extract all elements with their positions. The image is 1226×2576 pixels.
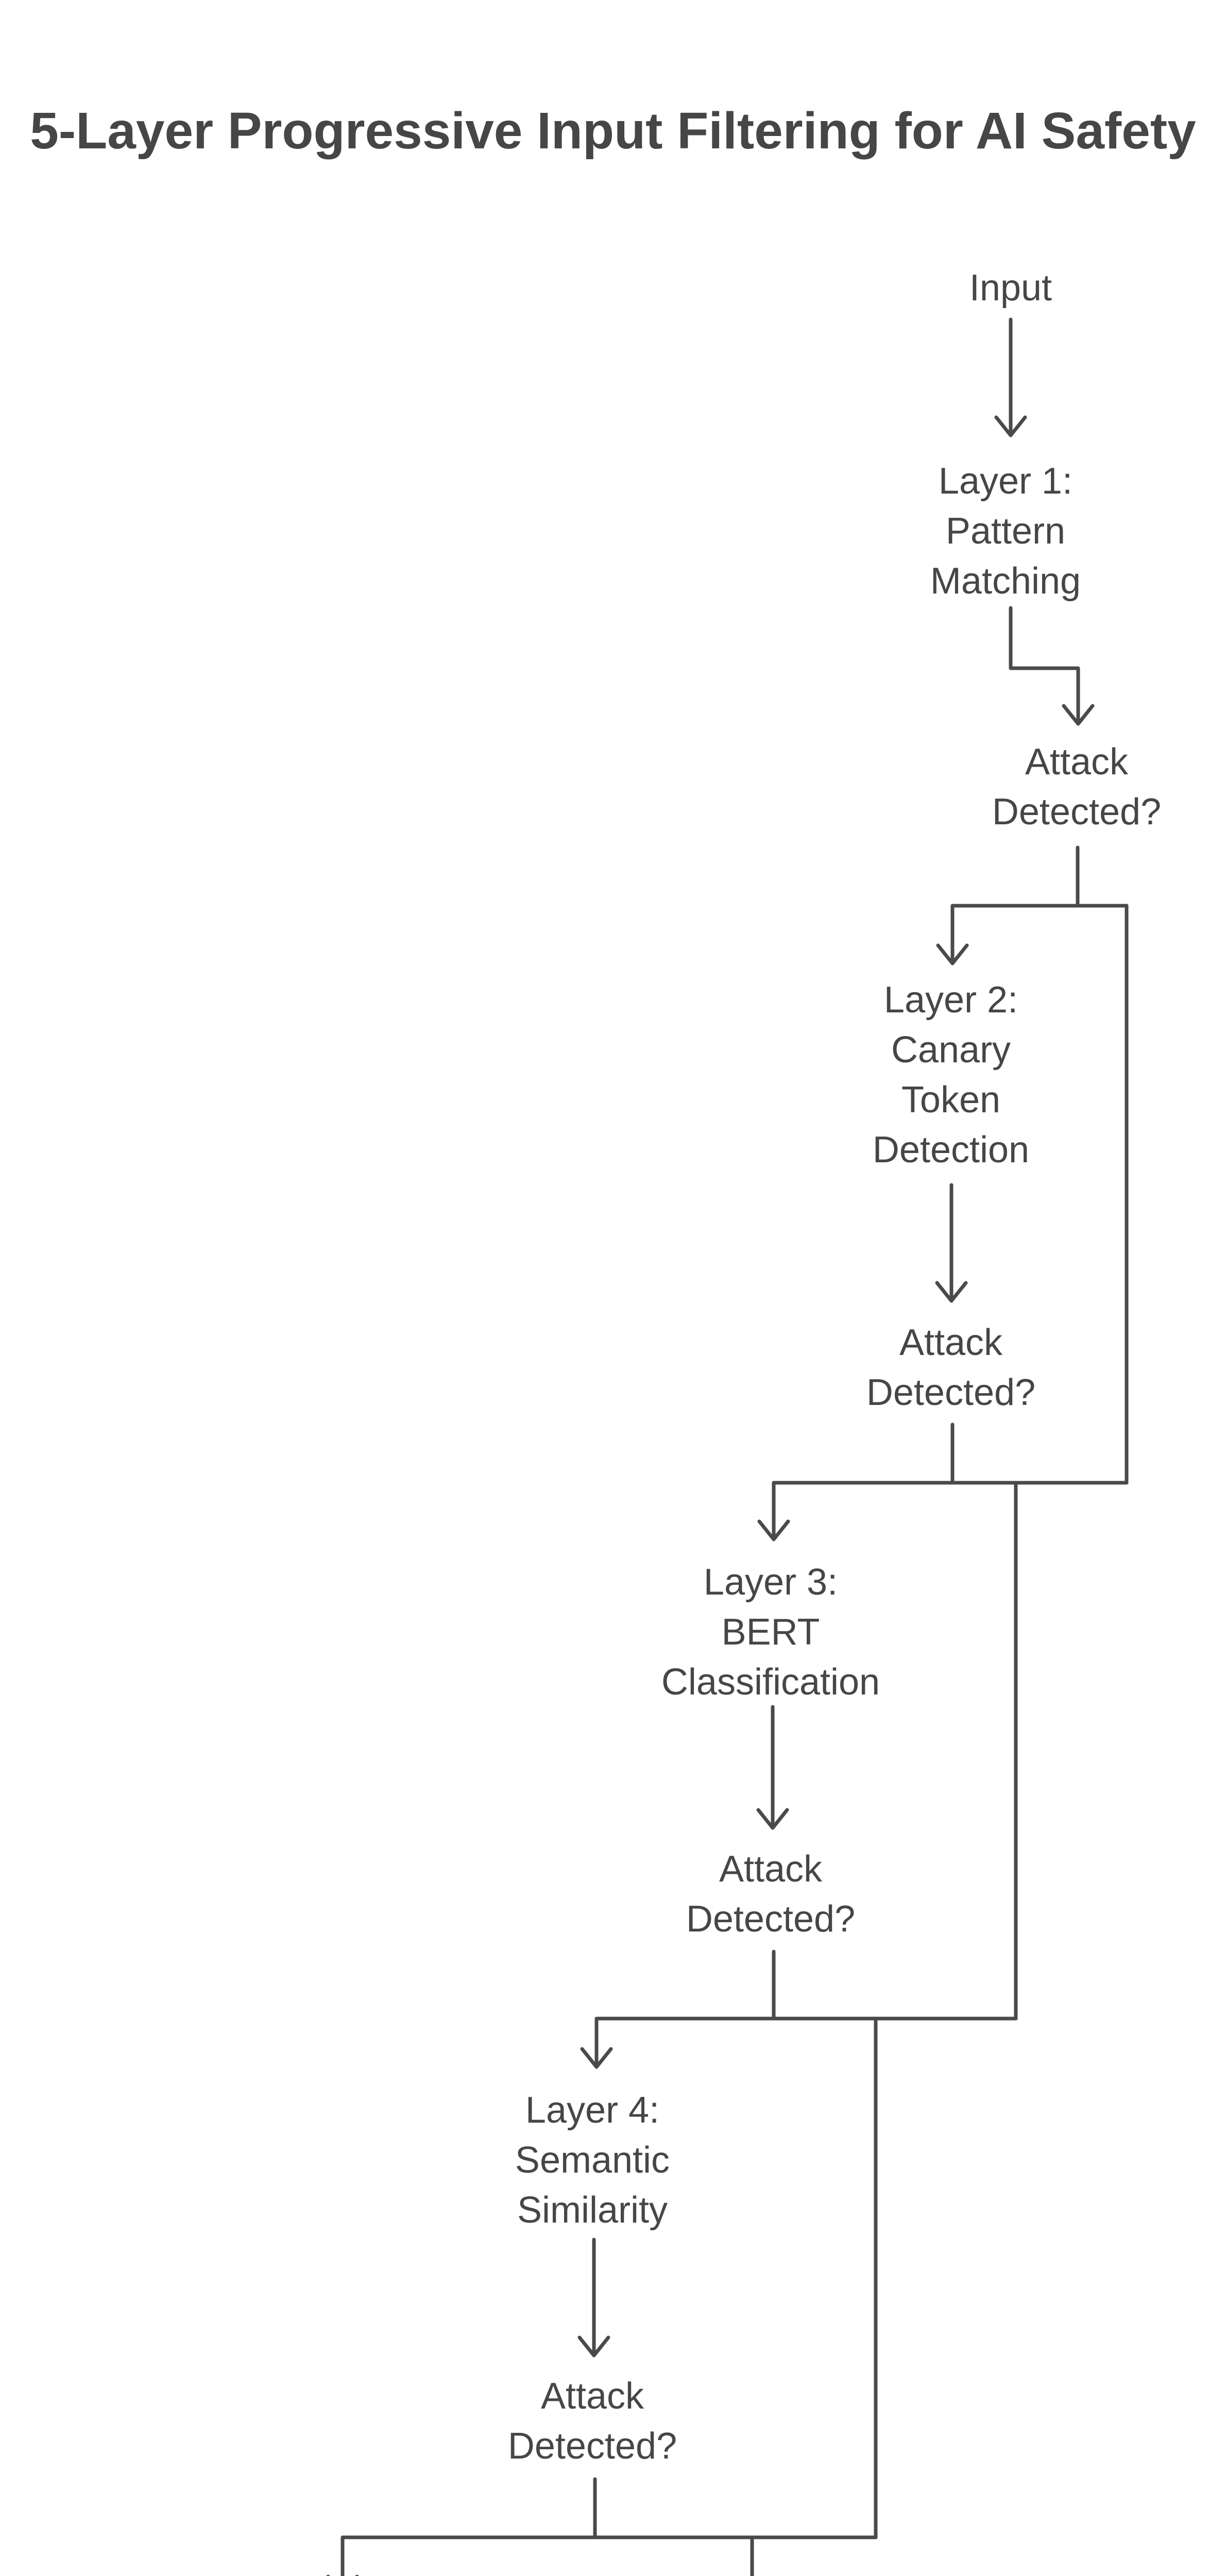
node-layer2-line3: Token xyxy=(901,1079,1000,1121)
node-layer4-line2: Semantic xyxy=(515,2140,670,2181)
node-layer3-line3: Classification xyxy=(661,1662,880,1703)
arrowhead-icon xyxy=(935,1281,968,1303)
node-layer1-line3: Matching xyxy=(930,561,1081,602)
node-layer1: Layer 1: Pattern Matching xyxy=(930,461,1081,602)
node-input-label: Input xyxy=(969,267,1052,309)
node-detect2-line2: Detected? xyxy=(866,1372,1035,1413)
node-detect4-line2: Detected? xyxy=(508,2426,677,2467)
edge-branch-to-layer4 xyxy=(594,2016,1018,2067)
node-detect2-line1: Attack xyxy=(899,1322,1003,1363)
edge-branch-to-layer2 xyxy=(950,904,1129,963)
node-detect3-line2: Detected? xyxy=(686,1899,855,1940)
node-layer3-line2: BERT xyxy=(722,1612,820,1653)
node-detect1-line1: Attack xyxy=(1025,741,1129,783)
node-layer3: Layer 3: BERT Classification xyxy=(661,1562,880,1703)
node-detect1-line2: Detected? xyxy=(992,791,1161,833)
node-detect4: Attack Detected? xyxy=(508,2376,677,2467)
page-title: 5-Layer Progressive Input Filtering for … xyxy=(30,102,1196,160)
node-detect1: Attack Detected? xyxy=(992,741,1161,833)
node-detect4-line1: Attack xyxy=(541,2376,644,2417)
arrowhead-icon xyxy=(936,943,969,965)
arrowhead-icon xyxy=(994,415,1027,437)
arrowhead-icon xyxy=(580,2047,613,2069)
node-layer1-line1: Layer 1: xyxy=(939,461,1072,502)
arrowhead-icon xyxy=(1062,704,1095,726)
node-layer2-line4: Detection xyxy=(873,1129,1029,1171)
node-input: Input xyxy=(969,267,1052,309)
node-detect2: Attack Detected? xyxy=(866,1322,1035,1413)
arrowhead-icon xyxy=(577,2335,610,2358)
node-layer4: Layer 4: Semantic Similarity xyxy=(515,2090,670,2231)
edges xyxy=(326,317,1129,2576)
node-layer2-line2: Canary xyxy=(891,1029,1011,1071)
node-detect3: Attack Detected? xyxy=(686,1849,855,1940)
node-layer3-line1: Layer 3: xyxy=(704,1562,838,1603)
arrowhead-icon xyxy=(757,1519,790,1541)
node-layer1-line2: Pattern xyxy=(946,511,1065,552)
node-layer2-line1: Layer 2: xyxy=(884,979,1018,1021)
node-layer4-line3: Similarity xyxy=(517,2190,668,2231)
node-detect3-line1: Attack xyxy=(719,1849,823,1890)
edge-branch-to-layer5 xyxy=(340,2535,878,2576)
edge-branch-to-layer3 xyxy=(772,1481,1129,1539)
arrowhead-icon xyxy=(756,1808,789,1830)
node-layer4-line1: Layer 4: xyxy=(525,2090,659,2131)
edge-layer1-to-detect1 xyxy=(1009,606,1080,725)
node-layer2: Layer 2: Canary Token Detection xyxy=(873,979,1029,1171)
